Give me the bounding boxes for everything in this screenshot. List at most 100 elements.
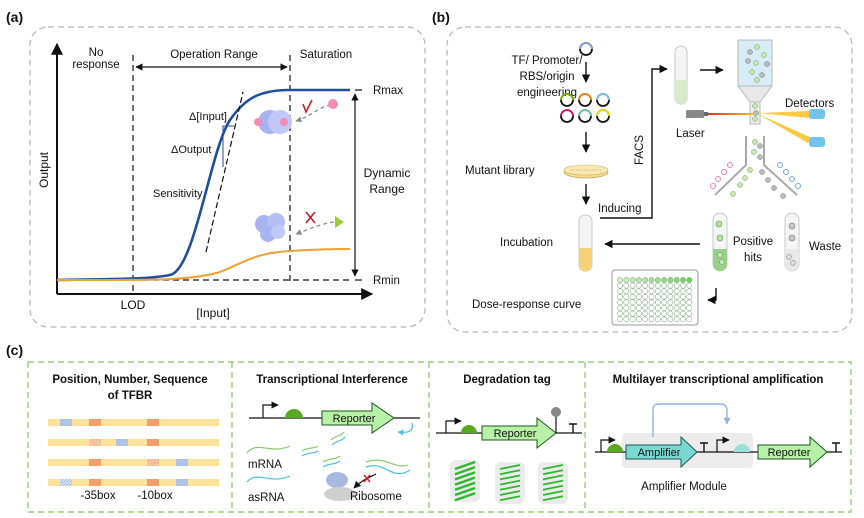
well <box>667 305 674 311</box>
panel-b-label: (b) <box>432 9 450 25</box>
well <box>642 316 649 323</box>
cell-icon <box>754 44 760 50</box>
degradation-tag-icon <box>551 407 561 417</box>
well <box>654 305 661 311</box>
panel-a-label: (a) <box>6 9 23 25</box>
beta-strand <box>542 495 564 502</box>
tfbr-site <box>60 419 72 426</box>
promoter-sequence-rows <box>48 419 219 486</box>
well <box>667 316 674 323</box>
beta-strand <box>499 484 521 491</box>
well <box>629 316 636 323</box>
well <box>629 277 636 283</box>
well <box>686 310 693 317</box>
positive-cell-icon <box>751 149 757 155</box>
promoter-icon-2 <box>262 401 279 418</box>
cells-in-flow <box>745 44 770 122</box>
well <box>617 288 623 295</box>
well <box>636 288 642 295</box>
detector-icon-2 <box>809 137 825 147</box>
well <box>680 277 686 283</box>
negative-charge-icon <box>727 162 733 168</box>
well <box>629 310 636 317</box>
plasmid-insert-icon <box>560 93 574 101</box>
well <box>686 277 693 283</box>
well <box>667 288 674 295</box>
well <box>636 282 642 289</box>
duplex-rna-2a <box>330 431 345 441</box>
tfbr-site <box>60 479 72 486</box>
positive-charge-icon <box>777 162 783 168</box>
detectors-label: Detectors <box>785 98 834 110</box>
well <box>680 293 686 300</box>
panel-a: (a) Output [Input] LOD No response Opera… <box>6 9 426 328</box>
reporter-label-4: Reporter <box>768 447 811 459</box>
well <box>648 316 655 323</box>
deflection-plate-left <box>714 136 747 196</box>
cell-icon <box>749 69 755 75</box>
beta-strand <box>454 481 476 491</box>
well <box>673 310 680 317</box>
well <box>629 299 636 306</box>
ribosome-label: Ribosome <box>350 491 402 503</box>
well <box>661 299 667 306</box>
beta-strand <box>499 495 521 502</box>
promoter-sequence-row <box>48 479 219 486</box>
well <box>642 305 649 311</box>
promoter-box <box>89 459 101 466</box>
well <box>623 293 630 300</box>
promoter-box <box>147 479 159 486</box>
reporter-gene-4 <box>757 435 828 469</box>
detector-beam-1 <box>758 111 810 118</box>
well <box>636 316 642 323</box>
well <box>648 299 655 306</box>
beta-strand <box>542 479 564 486</box>
promoter-sequence-row <box>48 419 219 426</box>
promoter-box <box>147 439 159 446</box>
tfbr-title-1: Position, Number, Sequence <box>52 374 207 386</box>
plasmid-insert-icon <box>596 109 610 117</box>
dynamic-range-label-1: Dynamic <box>364 166 411 180</box>
promoter-icon-4b <box>716 436 730 452</box>
incubation-tube-icon <box>578 214 593 272</box>
terminator-icon-4b <box>832 442 840 452</box>
well <box>617 299 623 306</box>
cell-icon <box>753 60 759 66</box>
beta-strand <box>542 490 564 496</box>
well <box>673 316 680 323</box>
box10-label: -10box <box>137 490 172 502</box>
well <box>642 288 649 295</box>
panel-c-frame <box>27 361 852 513</box>
reporter-gene-2 <box>321 402 395 434</box>
well <box>686 282 693 289</box>
laser-icon <box>686 110 754 118</box>
negative-charge-icon <box>721 169 727 175</box>
waste-tube-icon <box>784 212 800 272</box>
promoter-box <box>147 419 159 426</box>
cross-icon <box>305 211 316 224</box>
well <box>623 316 630 323</box>
duplex-rna-4a <box>365 459 409 467</box>
negative-cell-icon <box>757 154 763 160</box>
parent-plasmid-icon <box>579 42 593 56</box>
well <box>667 293 674 300</box>
delta-input-label: Δ[Input] <box>189 111 227 123</box>
promoter-box <box>89 439 101 446</box>
slope-triangle <box>222 125 234 167</box>
reporter-label-3: Reporter <box>494 428 537 440</box>
well <box>680 316 686 323</box>
non-ligand-icon <box>335 216 344 228</box>
mrna-icon <box>246 445 291 454</box>
lod-label: LOD <box>121 298 146 312</box>
inducing-arrow <box>600 64 668 219</box>
well <box>673 282 680 289</box>
engineering-label-2: RBS/origin <box>520 71 575 83</box>
well <box>623 299 630 306</box>
well <box>661 310 667 317</box>
beta-strand <box>499 479 521 486</box>
saturation-label: Saturation <box>300 49 352 61</box>
negative-cell-icon <box>780 193 786 199</box>
sensitivity-label: Sensitivity <box>153 188 203 200</box>
promoter-sequence-row <box>48 459 219 466</box>
y-axis-label: Output <box>37 151 51 188</box>
